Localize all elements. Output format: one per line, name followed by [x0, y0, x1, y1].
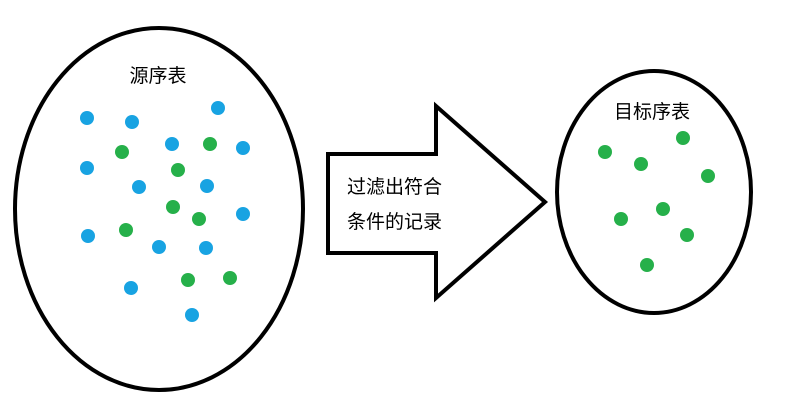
target-green-dot: [701, 169, 715, 183]
target-green-dot: [640, 258, 654, 272]
source-table-dots: [80, 101, 250, 322]
source-green-dot: [181, 273, 195, 287]
source-blue-dot: [124, 281, 138, 295]
target-green-dot: [680, 228, 694, 242]
filter-label-line1: 过滤出符合: [347, 176, 442, 198]
source-green-dot: [203, 137, 217, 151]
source-blue-dot: [80, 161, 94, 175]
source-blue-dot: [200, 179, 214, 193]
filter-label-line2: 条件的记录: [347, 211, 442, 233]
source-green-dot: [115, 145, 129, 159]
source-blue-dot: [81, 229, 95, 243]
source-blue-dot: [152, 240, 166, 254]
source-blue-dot: [199, 241, 213, 255]
target-table-label: 目标序表: [614, 101, 690, 123]
source-green-dot: [223, 271, 237, 285]
target-green-dot: [676, 131, 690, 145]
filter-arrow: [326, 101, 549, 303]
target-green-dot: [634, 157, 648, 171]
source-green-dot: [192, 212, 206, 226]
source-green-dot: [166, 200, 180, 214]
source-blue-dot: [125, 115, 139, 129]
source-blue-dot: [236, 141, 250, 155]
target-green-dot: [656, 202, 670, 216]
source-blue-dot: [165, 137, 179, 151]
source-table-label: 源序表: [129, 65, 186, 87]
source-blue-dot: [185, 308, 199, 322]
target-table-dots: [598, 131, 715, 272]
source-blue-dot: [132, 180, 146, 194]
target-green-dot: [598, 145, 612, 159]
target-green-dot: [614, 212, 628, 226]
source-blue-dot: [236, 207, 250, 221]
source-green-dot: [119, 223, 133, 237]
source-blue-dot: [80, 111, 94, 125]
target-table-ellipse: [555, 69, 753, 315]
source-blue-dot: [211, 101, 225, 115]
source-green-dot: [171, 163, 185, 177]
